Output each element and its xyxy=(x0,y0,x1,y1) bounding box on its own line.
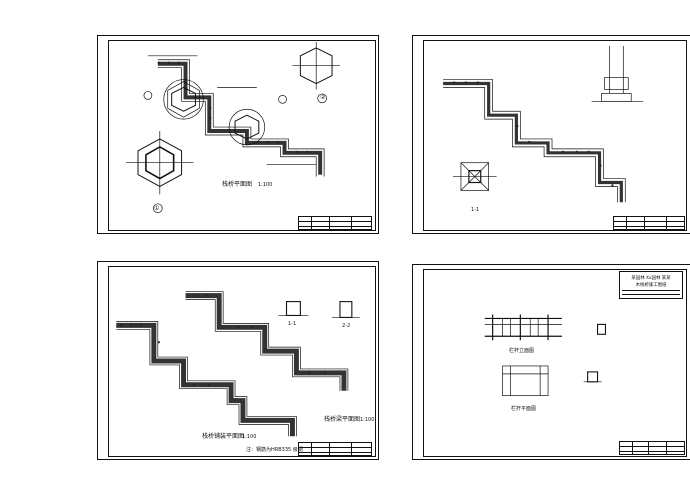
section-detail-1 xyxy=(285,301,301,317)
sheet-1-title: 栈桥平面图 xyxy=(222,181,253,188)
sheet-1-titleblock xyxy=(298,216,372,230)
sheet-3-scale-left: 1:100 xyxy=(242,434,257,440)
title-box-line-1: 某园林 Xx园林 某某 xyxy=(631,276,671,281)
sheet-3-detail-label-1: 1-1 xyxy=(288,321,297,327)
title-box-line-2: 木栈桥施工图纸 xyxy=(635,283,667,288)
section-detail-2 xyxy=(339,301,353,318)
sheet-3-title-right: 栈桥梁平面图 xyxy=(324,416,361,423)
sheet-4-titleblock xyxy=(619,441,685,455)
drawing-sheet-2[interactable]: 1-1 xyxy=(412,35,690,234)
sheet-4-drawing xyxy=(484,314,607,396)
beam-path xyxy=(443,81,623,203)
sheet-1-scale: 1:100 xyxy=(258,182,273,188)
drawing-sheet-3[interactable]: 1-1 2-2 栈桥梁平面图 1:100 栈桥铺装平面图 1:100 注：钢筋为… xyxy=(97,261,379,460)
railing-plan xyxy=(502,365,549,396)
beam-path-right xyxy=(185,293,347,391)
sheet-3-frame xyxy=(108,266,376,457)
sheet-3-title-left: 栈桥铺装平面图 xyxy=(202,433,245,440)
post-detail-1 xyxy=(597,323,607,335)
sheet-4-detail-label-2: 栏杆平面图 xyxy=(511,406,537,412)
sheet-3-titleblock xyxy=(298,442,372,456)
drawing-sheet-1[interactable]: ① ② 栈桥平面图 1:100 xyxy=(97,35,379,234)
sheet-3-note: 注：钢筋为HRB335 级钢 xyxy=(246,447,303,453)
sheet-4-detail-label-1: 栏杆立面图 xyxy=(509,348,535,354)
sheet-2-section-label: 1-1 xyxy=(471,207,480,213)
sheet-3-drawing xyxy=(116,291,360,437)
sheet-1-drawing xyxy=(126,41,340,214)
sheet-2-frame xyxy=(423,40,687,231)
footing-detail xyxy=(601,93,632,102)
sheet-1-mark-2: ② xyxy=(320,94,326,101)
octagon-pavilion-left xyxy=(171,86,196,112)
sheet-4-frame xyxy=(423,269,687,457)
drawing-sheet-4[interactable]: 某园林 Xx园林 某某 木栈桥施工图纸 xyxy=(412,264,690,460)
sheet-2-titleblock xyxy=(613,216,685,230)
sheet-3-detail-label-2: 2-2 xyxy=(342,323,351,329)
sheet-2-drawing xyxy=(443,45,644,203)
post-detail-2 xyxy=(587,371,599,383)
sheet-1-mark-1: ① xyxy=(154,205,160,212)
railing-elevation xyxy=(484,314,562,341)
sheet-4-title-box: 某园林 Xx园林 某某 木栈桥施工图纸 xyxy=(619,271,683,299)
sheet-1-frame xyxy=(108,40,376,231)
octagon-pavilion-mid xyxy=(234,114,260,140)
sheet-3-scale-right: 1:100 xyxy=(360,417,375,423)
paving-path xyxy=(116,322,295,437)
